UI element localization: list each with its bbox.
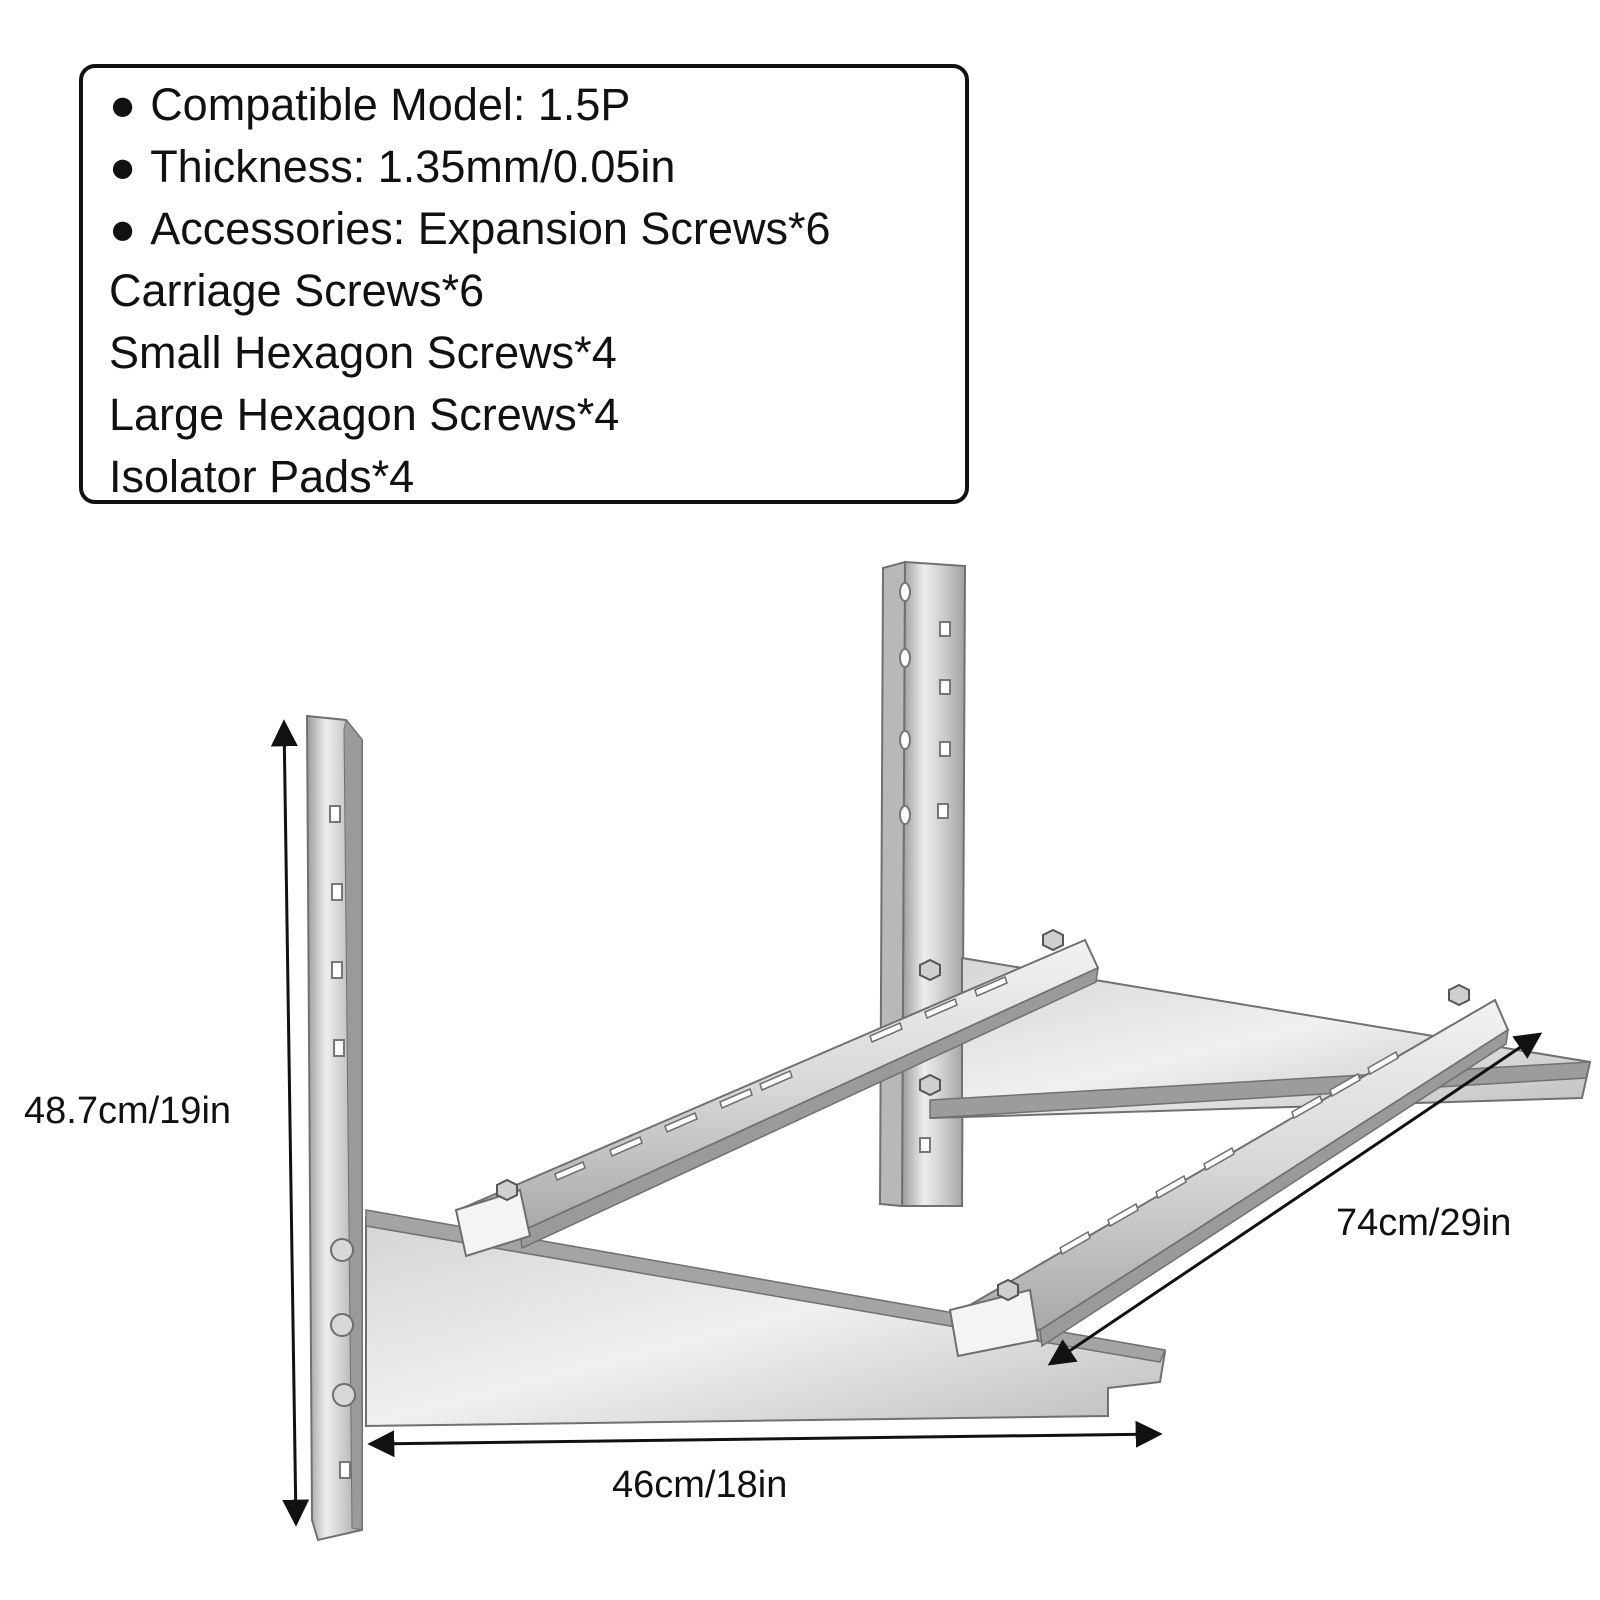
hex-bolt-icon bbox=[919, 1073, 941, 1097]
spec-line-small-hexagon-screws: Small Hexagon Screws*4 bbox=[109, 322, 965, 384]
depth-dimension-label: 46cm/18in bbox=[612, 1464, 788, 1506]
bullet-icon: ● bbox=[109, 203, 137, 254]
bullet-icon: ● bbox=[109, 79, 137, 130]
spec-text: Carriage Screws*6 bbox=[109, 265, 485, 316]
spec-line-large-hexagon-screws: Large Hexagon Screws*4 bbox=[109, 384, 965, 446]
front-upright-screws bbox=[330, 1238, 356, 1407]
hex-bolt-icon bbox=[496, 1178, 518, 1202]
spec-text: Small Hexagon Screws*4 bbox=[109, 327, 617, 378]
spec-text: Accessories: Expansion Screws*6 bbox=[150, 203, 831, 254]
spec-line-thickness: ● Thickness: 1.35mm/0.05in bbox=[109, 136, 965, 198]
hexagon-bolts bbox=[496, 928, 1470, 1302]
height-arrow bbox=[270, 719, 310, 1527]
front-upright-edge bbox=[343, 718, 363, 1531]
bullet-icon: ● bbox=[109, 141, 137, 192]
spec-box: ● Compatible Model: 1.5P ● Thickness: 1.35… bbox=[79, 64, 969, 504]
back-bracket bbox=[878, 560, 1592, 1208]
span-arrow bbox=[1047, 1032, 1543, 1366]
spec-line-carriage-screws: Carriage Screws*6 bbox=[109, 260, 965, 322]
spec-text: Isolator Pads*4 bbox=[109, 451, 415, 502]
isolator-pads bbox=[454, 1188, 1040, 1358]
spec-line-isolator-pads: Isolator Pads*4 bbox=[109, 446, 965, 508]
hex-bolt-icon bbox=[1042, 928, 1064, 952]
hex-bolt-icon bbox=[1448, 983, 1470, 1007]
hex-bolt-icon bbox=[919, 958, 941, 982]
depth-arrow bbox=[367, 1420, 1163, 1458]
back-upright-holes bbox=[899, 582, 951, 1153]
spec-text: Large Hexagon Screws*4 bbox=[109, 389, 620, 440]
height-dimension-label: 48.7cm/19in bbox=[24, 1090, 232, 1132]
spec-text: Compatible Model: 1.5P bbox=[150, 79, 631, 130]
span-dimension-label: 74cm/29in bbox=[1336, 1202, 1512, 1244]
cross-bar-left-slots bbox=[554, 975, 1008, 1182]
spec-text: Thickness: 1.35mm/0.05in bbox=[150, 141, 676, 192]
spec-line-compatible-model: ● Compatible Model: 1.5P bbox=[109, 74, 965, 136]
front-upright-holes bbox=[329, 805, 351, 1479]
hex-bolt-icon bbox=[997, 1278, 1019, 1302]
spec-line-accessories: ● Accessories: Expansion Screws*6 bbox=[109, 198, 965, 260]
